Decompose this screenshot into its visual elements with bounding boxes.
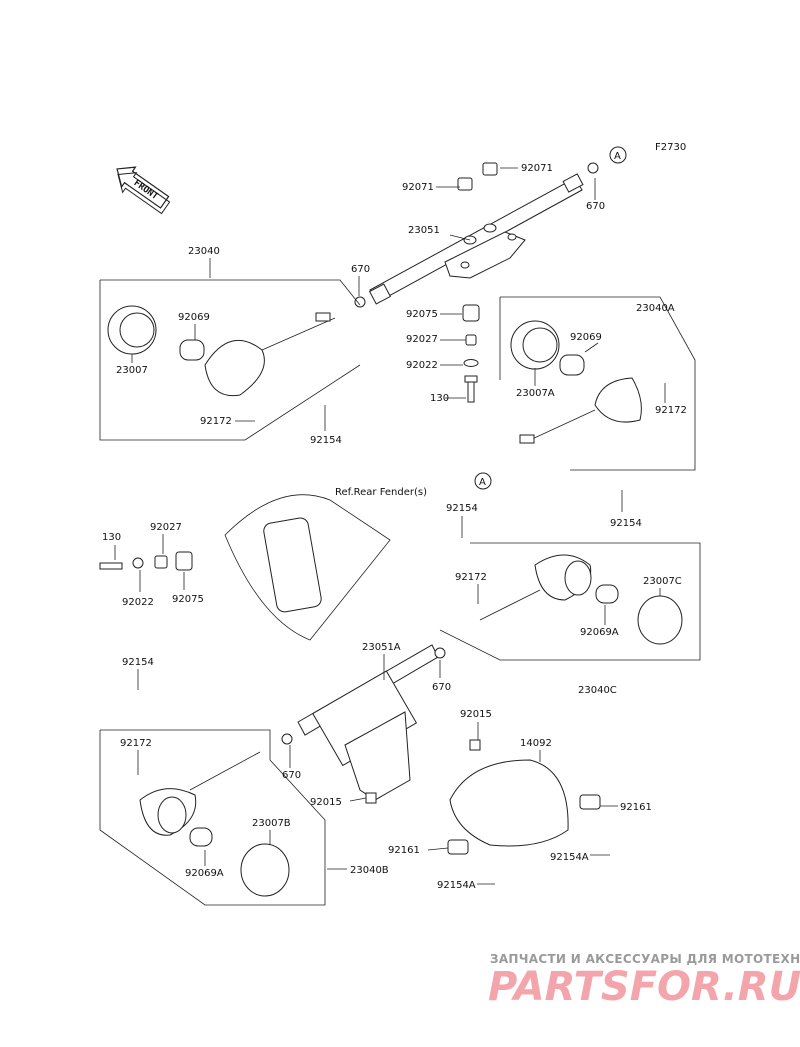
- part-label: 92154: [446, 503, 478, 514]
- o-ring-670: [281, 733, 293, 745]
- o-ring-670: [587, 162, 599, 174]
- part-label: 23040A: [636, 303, 675, 314]
- part-label: 92027: [406, 334, 438, 345]
- part-label: 92154: [122, 657, 154, 668]
- ref-rear-fender-note: Ref.Rear Fender(s): [335, 487, 427, 498]
- part-label: 670: [432, 682, 451, 693]
- part-label: 92069: [178, 312, 210, 323]
- part-label: 92022: [406, 360, 438, 371]
- part-label: 92075: [406, 309, 438, 320]
- nut-92015: [365, 792, 377, 804]
- watermark-tagline: ЗАПЧАСТИ И АКСЕССУАРЫ ДЛЯ МОТОТЕХНИКИ: [490, 952, 800, 966]
- part-label: 92022: [122, 597, 154, 608]
- part-label: 92071: [521, 163, 553, 174]
- o-ring-670: [354, 296, 366, 308]
- part-label: 130: [102, 532, 121, 543]
- part-label: 670: [351, 264, 370, 275]
- connector-a-mark: [609, 146, 627, 164]
- part-label: 23007B: [252, 818, 291, 829]
- part-label: 92075: [172, 594, 204, 605]
- part-label: 670: [282, 770, 301, 781]
- part-label: 23040: [188, 246, 220, 257]
- part-label: 92027: [150, 522, 182, 533]
- front-turn-signal-bar: [368, 173, 584, 305]
- assembly-frame-23040B: [99, 729, 326, 906]
- part-label: 130: [430, 393, 449, 404]
- rear-fender-reference: [224, 494, 391, 641]
- part-label: 92161: [388, 845, 420, 856]
- part-label: 23007: [116, 365, 148, 376]
- turn-signal-rear-right: [479, 554, 683, 645]
- part-label: 23051: [408, 225, 440, 236]
- figure-code: F2730: [655, 142, 686, 153]
- part-label: 92015: [460, 709, 492, 720]
- assembly-frame-23040: [100, 279, 361, 306]
- part-label: 92172: [120, 738, 152, 749]
- part-label: 92172: [200, 416, 232, 427]
- nut-92015: [469, 739, 481, 751]
- part-label: 92154: [610, 518, 642, 529]
- leader-lines: [114, 167, 666, 885]
- part-label: 92069: [570, 332, 602, 343]
- part-label: 92071: [402, 182, 434, 193]
- turn-signal-front-right: [510, 320, 642, 444]
- part-label: 92015: [310, 797, 342, 808]
- part-label: 92069A: [185, 868, 224, 879]
- part-label: 23051A: [362, 642, 401, 653]
- part-label: 23007C: [643, 576, 682, 587]
- part-label: 92154A: [437, 880, 476, 891]
- part-label: 92154A: [550, 852, 589, 863]
- part-label: 92172: [655, 405, 687, 416]
- connector-a-label-2: A: [479, 477, 486, 488]
- turn-signal-front-left: [107, 305, 336, 397]
- hardware-stack-lower: [99, 551, 193, 571]
- part-label: 670: [586, 201, 605, 212]
- part-labels: 92071 92071 670 23051 23040 670 92069 23…: [102, 163, 687, 891]
- part-label: 23040B: [350, 865, 389, 876]
- part-label: 23007A: [516, 388, 555, 399]
- front-arrow-icon: FRONT: [116, 166, 171, 215]
- assembly-frame-23040A: [500, 296, 696, 471]
- hardware-stack-upper: [462, 304, 480, 403]
- part-label: 92172: [455, 572, 487, 583]
- part-label: 14092: [520, 738, 552, 749]
- license-plate-cover: [447, 759, 601, 855]
- part-label: 92161: [620, 802, 652, 813]
- watermark-logo: PARTSFOR.RU: [488, 964, 800, 1010]
- assembly-frame-23040C: [439, 542, 701, 661]
- grommet-92071: [457, 162, 498, 191]
- part-label: 23040C: [578, 685, 617, 696]
- connector-a-mark-2: [474, 472, 492, 490]
- part-label: 92069A: [580, 627, 619, 638]
- watermark: ЗАПЧАСТИ И АКСЕССУАРЫ ДЛЯ МОТОТЕХНИКИ PA…: [488, 952, 800, 1010]
- connector-a-label: A: [614, 151, 621, 162]
- rear-turn-signal-bar: [297, 644, 439, 801]
- part-label: 92154: [310, 435, 342, 446]
- o-ring-670: [434, 647, 446, 659]
- turn-signal-rear-left: [139, 751, 290, 897]
